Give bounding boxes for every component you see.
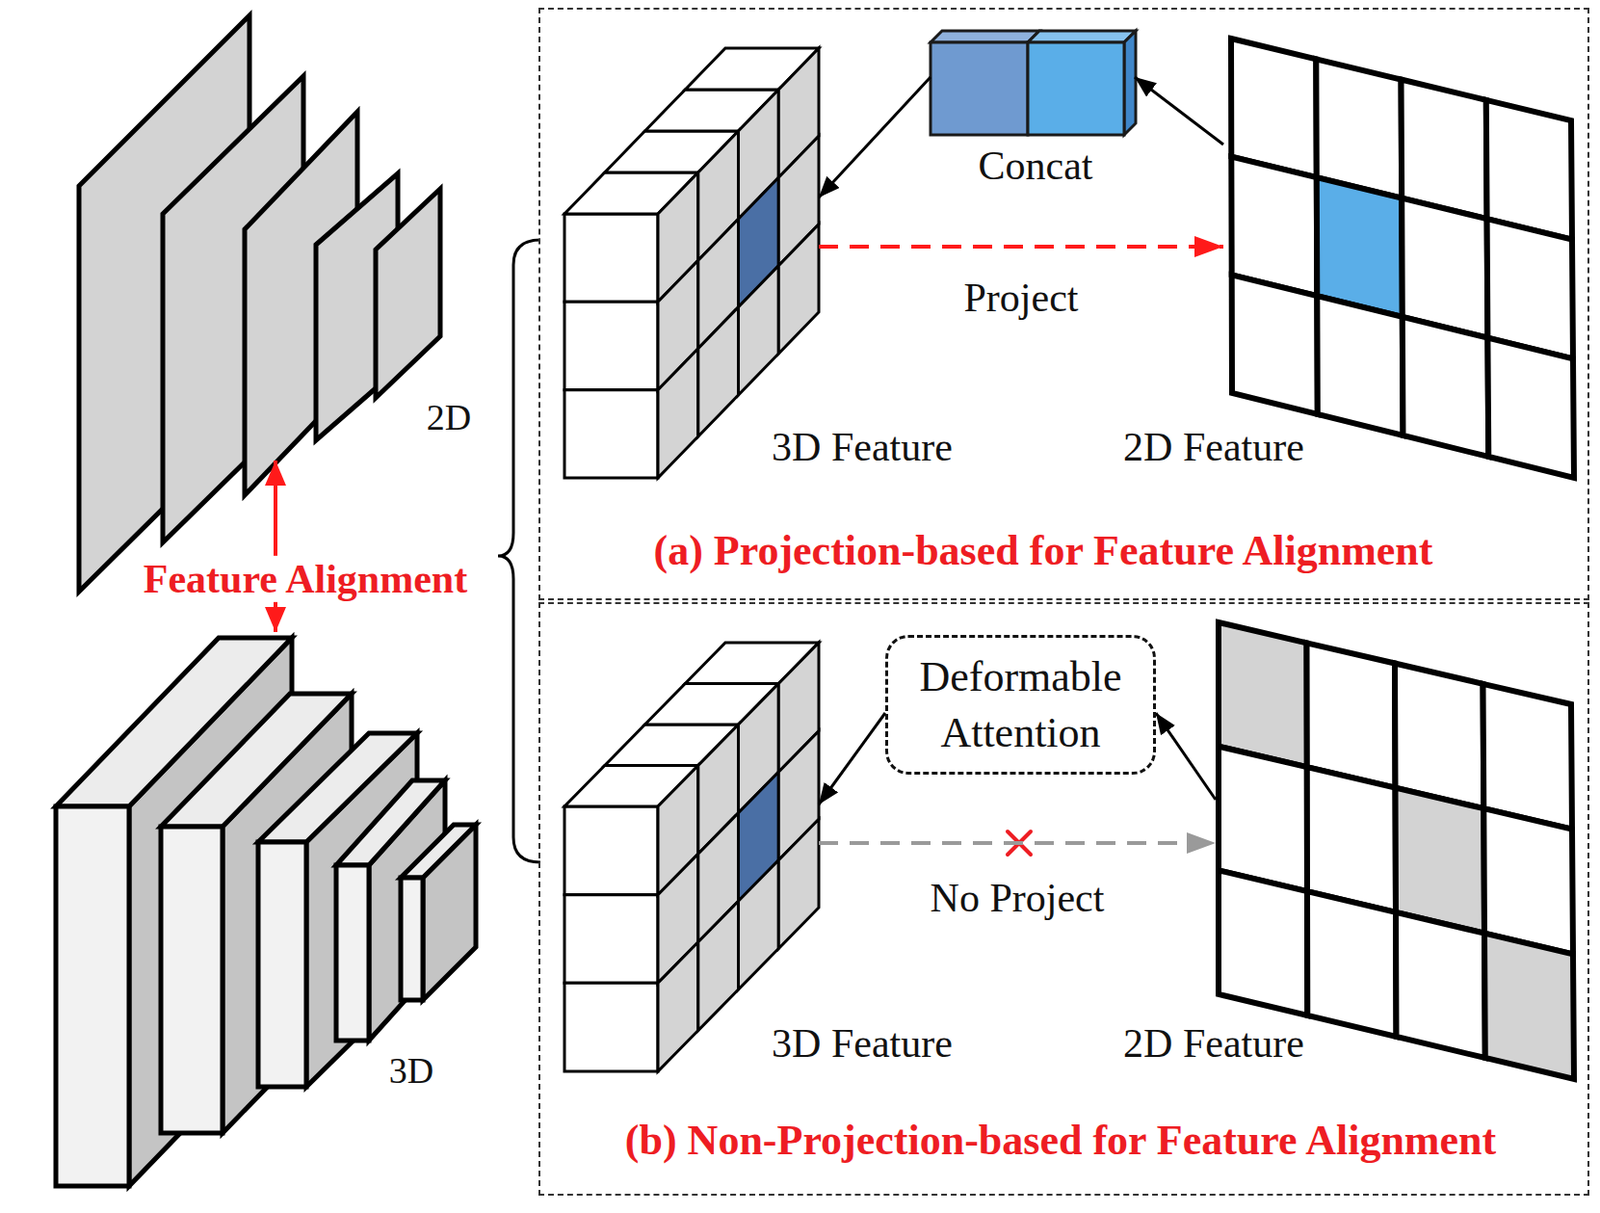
connector-arrow [818, 840, 1216, 845]
cube-front-cell [564, 301, 658, 390]
concat-block: Concat [930, 30, 1135, 188]
feature-map-grid [1231, 38, 1574, 478]
panel-title: (a) Projection-based for Feature Alignme… [654, 526, 1434, 577]
cube-front-cell [564, 390, 658, 478]
dimension-label: 2D [426, 396, 472, 440]
cube-front-cell [564, 894, 658, 984]
grid-cell [1307, 891, 1397, 1037]
cube-front-cell [564, 806, 658, 895]
feature-plane [375, 188, 441, 398]
grid-cell [1316, 295, 1403, 436]
feature-label: 3D Feature [771, 1020, 953, 1067]
block-top [400, 824, 476, 878]
highlighted-cell [1395, 787, 1486, 934]
feature-label: 2D Feature [1123, 423, 1305, 471]
feature-grid: 2D Feature [1223, 38, 1580, 482]
cube-side-cell [698, 900, 739, 1030]
cube-front [930, 42, 1028, 135]
block-front [400, 877, 423, 1000]
cube-front-cell [564, 982, 658, 1072]
grid-cell [1483, 808, 1574, 954]
highlighted-cell [1218, 622, 1308, 767]
block-front [336, 865, 369, 1041]
alignment-label: Feature Alignment [140, 555, 471, 603]
block-front [258, 841, 307, 1087]
grid-cell [1218, 746, 1308, 892]
connector-arrow [818, 244, 1224, 249]
grid-cell [1483, 683, 1574, 830]
module-box: Deformable Attention [885, 634, 1156, 775]
connector-arrow [1134, 77, 1224, 145]
panel-title: (b) Non-Projection-based for Feature Ali… [625, 1116, 1496, 1166]
module-label: Deformable Attention [897, 649, 1144, 760]
cube-side-cell [657, 942, 699, 1072]
curly-brace [498, 239, 541, 863]
block-label: Concat [978, 142, 1094, 189]
grid-cell [1315, 58, 1402, 198]
grid-cell [1487, 218, 1574, 359]
edge-label: No Project [927, 874, 1108, 921]
edge-label: Project [961, 274, 1082, 321]
cube-side-cell [778, 224, 819, 354]
feature-label: 3D Feature [771, 423, 953, 471]
feature-grid: 2D Feature [1215, 622, 1580, 1083]
cube-front [1027, 42, 1125, 135]
grid-cell [1307, 642, 1396, 787]
highlighted-cell [1484, 933, 1574, 1079]
connector-arrow [818, 712, 886, 805]
cube-side [1124, 30, 1136, 135]
feature-cube: 3D Feature [564, 642, 819, 1072]
feature-cube-grid [564, 48, 819, 478]
dimension-label: 3D [389, 1049, 434, 1093]
block-front [55, 806, 130, 1186]
feature-cube-grid [564, 642, 819, 1072]
cube-side-cell [657, 348, 699, 478]
grid-cell [1218, 869, 1308, 1016]
cube-side-cell [738, 265, 780, 395]
block-front [160, 826, 223, 1133]
feature-planes-2d [78, 15, 441, 592]
feature-cube: 3D Feature [564, 49, 819, 478]
concat-cubes [930, 30, 1136, 135]
cube-side-cell [698, 307, 739, 437]
feature-label: 2D Feature [1123, 1020, 1305, 1067]
connector-arrow [1155, 712, 1216, 800]
highlighted-cell [1316, 177, 1403, 317]
alignment-arrow [273, 460, 278, 632]
grid-cell [1486, 100, 1573, 240]
cube-top [1027, 30, 1136, 43]
grid-cell [1394, 663, 1484, 810]
grid-cell [1395, 912, 1486, 1058]
grid-cell [1232, 274, 1318, 415]
feature-blocks-3d [55, 637, 476, 1186]
feature-map-grid [1218, 622, 1574, 1079]
grid-cell [1401, 79, 1488, 220]
connector-arrow [818, 77, 931, 198]
cube-front-cell [564, 213, 658, 302]
cube-top [930, 30, 1040, 43]
cube-side-cell [738, 860, 780, 990]
grid-cell [1487, 338, 1574, 478]
grid-cell [1231, 38, 1317, 178]
cube-side-cell [778, 818, 819, 948]
grid-cell [1402, 316, 1490, 457]
grid-cell [1307, 766, 1396, 913]
